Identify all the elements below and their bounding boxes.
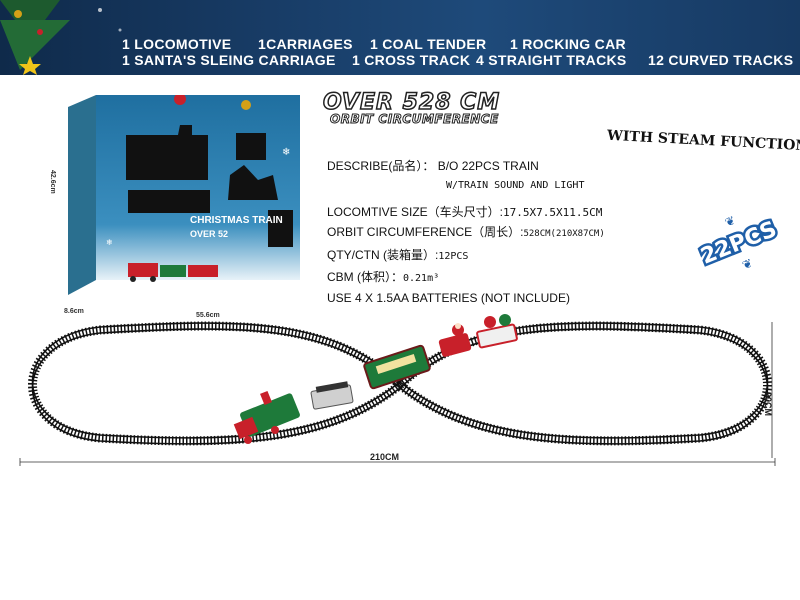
figure-eight-track [19,314,776,466]
locomotive [233,390,300,444]
spec-value: 528CM(210X87CM) [523,229,605,239]
box-panel-text: CHRISTMAS TRAIN [190,215,283,226]
contents-item: 4 STRAIGHT TRACKS [476,52,627,68]
contents-item: 12 CURVED TRACKS [648,52,794,68]
spec-value: W/TRAIN SOUND AND LIGHT [446,180,585,191]
contents-item: 1CARRIAGES [258,36,353,52]
box-depth-label: 8.6cm [64,308,84,315]
spec-label: LOCOMTIVE SIZE（车头尺寸）: [327,205,504,219]
spec-label: ORBIT CIRCUMFERENCE（周长）: [327,225,524,239]
svg-text:❄: ❄ [282,147,290,158]
contents-item: 1 CROSS TRACK [352,52,471,68]
piece-count-badge: ❦ 22PCS ❦ [695,213,783,273]
contents-item: 1 ROCKING CAR [510,36,626,52]
spec-value: B/O 22PCS TRAIN [437,159,539,173]
product-box-image: CHRISTMAS TRAIN OVER 52 ❄ ❄ [68,95,300,295]
headline-length: OVER 528 CM [322,89,501,116]
spec-line: LOCOMTIVE SIZE（车头尺寸）:17.5X7.5X11.5CM [327,203,602,220]
coal-tender [310,381,354,410]
spec-line: W/TRAIN SOUND AND LIGHT [446,177,584,191]
svg-text:❦: ❦ [723,213,738,230]
badge-text: 22PCS [698,217,781,270]
spec-line: QTY/CTN (装箱量）:12PCS [327,246,468,263]
spec-value: 12PCS [438,251,469,262]
spec-value: 0.21m³ [403,273,440,284]
spec-line: USE 4 X 1.5AA BATTERIES (NOT INCLUDE) [327,291,570,305]
spec-label: USE 4 X 1.5AA BATTERIES (NOT INCLUDE) [327,291,570,305]
svg-text:❦: ❦ [740,256,755,273]
santa-sleigh-carriage [438,323,472,357]
headline-subtitle: ORBIT CIRCUMFERENCE [330,112,499,127]
spec-line: DESCRIBE(品名）： B/O 22PCS TRAIN [327,157,539,174]
rocking-car [476,314,518,349]
christmas-tree-decoration [0,0,122,75]
contents-item: 1 SANTA'S SLEING CARRIAGE [122,52,336,68]
spec-label: QTY/CTN (装箱量）: [327,248,439,262]
spec-value: 17.5X7.5X11.5CM [503,206,603,219]
track-height-label: 90CM [763,392,773,417]
box-panel-text: OVER 52 [190,229,228,239]
passenger-carriage [363,344,431,390]
spec-line: ORBIT CIRCUMFERENCE（周长）:528CM(210X87CM) [327,223,605,240]
spec-label: DESCRIBE(品名）： [327,159,435,173]
steam-function-note: WITH STEAM FUNCTION [606,127,800,155]
spec-label: CBM (体积）： [327,270,403,284]
box-width-label: 55.6cm [196,312,220,319]
spec-line: CBM (体积）：0.21m³ [327,268,439,285]
box-height-label: 42.6cm [49,170,56,194]
contents-item: 1 COAL TENDER [370,36,487,52]
svg-text:❄: ❄ [106,238,113,247]
contents-item: 1 LOCOMOTIVE [122,36,232,52]
top-banner: 1 LOCOMOTIVE 1CARRIAGES 1 COAL TENDER 1 … [0,0,800,75]
track-length-label: 210CM [370,452,400,462]
